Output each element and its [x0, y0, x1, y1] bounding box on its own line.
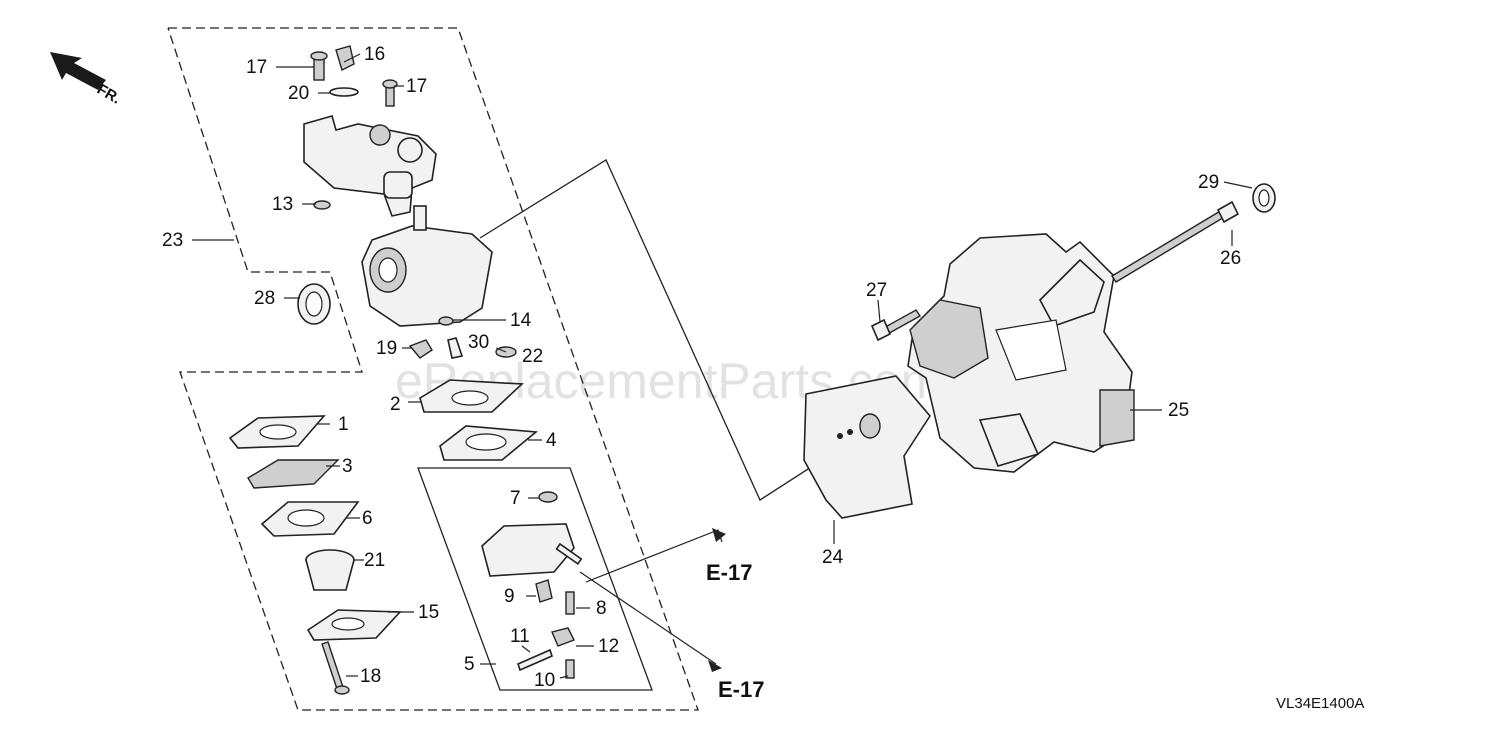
callout-25: 25 [1168, 400, 1189, 421]
callout-5: 5 [464, 654, 475, 675]
callouts: 1 2 3 4 5 6 7 8 9 10 11 12 13 14 15 16 1… [162, 44, 1241, 691]
callout-28: 28 [254, 288, 275, 309]
callout-30: 30 [468, 332, 489, 353]
callout-27: 27 [866, 280, 887, 301]
bolt-26 [1111, 200, 1240, 283]
callout-12: 12 [598, 636, 619, 657]
callout-10: 10 [534, 670, 555, 691]
callout-20: 20 [288, 83, 309, 104]
callout-19: 19 [376, 338, 397, 359]
callout-22: 22 [522, 346, 543, 367]
insulator-plate-24 [803, 375, 931, 519]
gasket-2 [419, 379, 524, 413]
assembly-5-outline [417, 467, 653, 691]
insulator-6 [260, 501, 360, 537]
callout-1: 1 [338, 414, 349, 435]
callout-8: 8 [596, 598, 607, 619]
callout-21: 21 [364, 550, 385, 571]
drawing-code: VL34E1400A [1276, 695, 1364, 712]
callout-17b: 17 [406, 76, 427, 97]
gasket-29 [1252, 183, 1276, 213]
bolt-18 [321, 641, 350, 695]
gasket-15 [306, 609, 402, 641]
small-parts-group [408, 316, 517, 359]
callout-29: 29 [1198, 172, 1219, 193]
callout-18: 18 [360, 666, 381, 687]
throttle-bracket [303, 115, 437, 217]
plate-3 [247, 459, 340, 489]
callout-6: 6 [362, 508, 373, 529]
callout-24: 24 [822, 547, 844, 568]
callout-9: 9 [504, 586, 515, 607]
reference-e17-lower: E-17 [718, 677, 764, 702]
callout-3: 3 [342, 456, 353, 477]
air-cleaner-case-25 [907, 233, 1135, 473]
callout-16: 16 [364, 44, 385, 65]
sleeve-21 [305, 549, 355, 591]
callout-17a: 17 [246, 57, 267, 78]
carburetor-body [361, 205, 493, 327]
reference-e17-upper: E-17 [706, 560, 752, 585]
callout-4: 4 [546, 430, 557, 451]
callout-11: 11 [510, 626, 530, 647]
top-bolts-group [310, 45, 398, 210]
callout-13: 13 [272, 194, 293, 215]
callout-23: 23 [162, 230, 183, 251]
callout-7: 7 [510, 488, 521, 509]
gasket-28 [297, 283, 331, 325]
callout-14: 14 [510, 310, 532, 331]
gasket-1 [228, 415, 326, 449]
leader-lines [192, 53, 1253, 679]
callout-2: 2 [390, 394, 401, 415]
gasket-4 [439, 425, 539, 461]
front-arrow-icon: FR. [50, 52, 123, 108]
callout-26: 26 [1220, 248, 1241, 269]
float-bowl-assembly [481, 491, 583, 679]
callout-15: 15 [418, 602, 439, 623]
assembly-23-outline [167, 27, 699, 711]
